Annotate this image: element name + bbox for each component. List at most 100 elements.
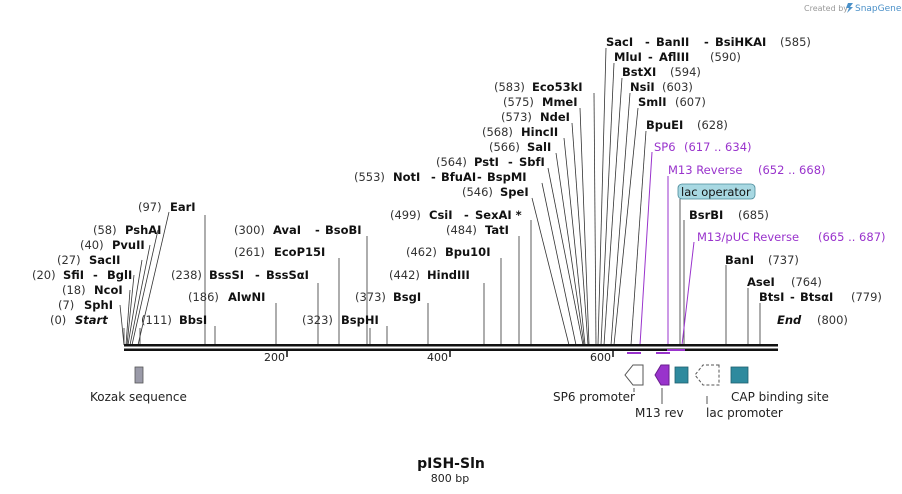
lac-operator-box <box>677 183 756 200</box>
enzyme-label: SbfI <box>519 155 545 169</box>
enzyme-pos: (594) <box>670 65 701 79</box>
enzyme-label: MluI <box>614 50 642 64</box>
enzyme-label: SalI <box>527 140 551 154</box>
enzyme-separator: - <box>431 170 436 184</box>
enzyme-pos: (97) <box>138 200 162 214</box>
tick-200: 200 <box>264 351 285 364</box>
enzyme-pos: (585) <box>780 35 811 49</box>
enzyme-label: SacII <box>89 253 120 267</box>
cap-site-label: CAP binding site <box>731 390 829 404</box>
enzyme-label: PstI <box>474 155 499 169</box>
enzyme-pos: (111) <box>141 313 172 327</box>
enzyme-pos: (261) <box>234 245 265 259</box>
enzyme-pos: (607) <box>675 95 706 109</box>
enzyme-pos: (323) <box>302 313 333 327</box>
enzyme-pos: (564) <box>436 155 467 169</box>
enzyme-label: NcoI <box>94 283 123 297</box>
enzyme-pos: (685) <box>738 208 769 222</box>
enzyme-separator: - <box>477 170 482 184</box>
enzyme-pos: (546) <box>462 185 493 199</box>
cut-site-lines <box>119 47 761 346</box>
enzyme-pos: (7) <box>58 298 74 312</box>
lac-operator-label: lac operator <box>681 185 751 199</box>
enzyme-separator: - <box>648 50 653 64</box>
enzyme-label: BtsI <box>759 290 784 304</box>
enzyme-pos: (238) <box>171 268 202 282</box>
enzyme-label: AlwNI <box>228 290 265 304</box>
enzyme-label: HindIII <box>427 268 470 282</box>
enzyme-label: BssSI <box>209 268 244 282</box>
end-pos: (800) <box>817 313 848 327</box>
enzyme-label: NsiI <box>630 80 655 94</box>
enzyme-label: Bpu10I <box>445 245 490 259</box>
lac-promoter-label: lac promoter <box>706 406 783 420</box>
enzyme-label: BspMI <box>487 170 527 184</box>
enzyme-pos: (553) <box>354 170 385 184</box>
dna-backbone <box>124 344 778 357</box>
enzyme-pos: (18) <box>62 283 86 297</box>
plasmid-length: 800 bp <box>431 472 469 485</box>
enzyme-label: BspHI <box>341 313 379 327</box>
snapgene-logo-icon <box>846 3 853 13</box>
enzyme-label: AseI <box>747 275 775 289</box>
enzyme-label: BglI <box>107 268 132 282</box>
enzyme-pos: (27) <box>57 253 81 267</box>
lac-promoter-arrow-icon <box>694 364 720 386</box>
enzyme-label: BanII <box>656 35 689 49</box>
snapgene-brand: SnapGene <box>855 4 902 14</box>
enzyme-pos: (603) <box>662 80 693 94</box>
enzyme-label: BsrBI <box>689 208 723 222</box>
enzyme-pos: (373) <box>355 290 386 304</box>
start-pos: (0) <box>50 313 66 327</box>
enzyme-pos: (568) <box>482 125 513 139</box>
primer-binding-marks <box>627 349 685 354</box>
enzyme-pos: (20) <box>32 268 56 282</box>
enzyme-pos: (737) <box>768 253 799 267</box>
enzyme-label: BanI <box>725 253 754 267</box>
cap-site-feature-icon <box>730 366 749 384</box>
enzyme-label: BbsI <box>179 313 207 327</box>
kozak-feature-icon <box>134 366 144 384</box>
enzyme-separator: - <box>790 290 795 304</box>
enzyme-label: BsoBI <box>325 223 362 237</box>
enzyme-label: NotI <box>393 170 420 184</box>
m13-rev-arrow-icon <box>654 364 670 386</box>
primer-label: SP6 <box>654 140 676 154</box>
enzyme-pos: (499) <box>390 208 421 222</box>
enzyme-label: CsiI <box>429 208 453 222</box>
enzyme-label: BssSαI <box>266 268 309 282</box>
enzyme-label: PvuII <box>112 238 145 252</box>
end-label: End <box>777 313 802 327</box>
plasmid-name: pISH-Sln <box>417 456 485 472</box>
enzyme-pos: (566) <box>489 140 520 154</box>
enzyme-label: EcoP15I <box>274 245 325 259</box>
enzyme-label: BtsαI <box>800 290 833 304</box>
tick-600: 600 <box>590 351 611 364</box>
enzyme-label: BpuEI <box>646 118 683 132</box>
enzyme-label: EarI <box>170 200 196 214</box>
enzyme-pos: (628) <box>697 118 728 132</box>
enzyme-label: SfiI <box>63 268 84 282</box>
enzyme-pos: (583) <box>494 80 525 94</box>
enzyme-pos: (186) <box>188 290 219 304</box>
enzyme-pos: (590) <box>710 50 741 64</box>
enzyme-label: HincII <box>521 125 558 139</box>
enzyme-label: NdeI <box>540 110 570 124</box>
enzyme-pos: (575) <box>503 95 534 109</box>
enzyme-label: PshAI <box>125 223 161 237</box>
enzyme-label: SpeI <box>500 185 529 199</box>
kozak-label: Kozak sequence <box>90 390 187 404</box>
enzyme-separator: - <box>464 208 469 222</box>
enzyme-separator: - <box>645 35 650 49</box>
enzyme-label: SmlI <box>638 95 667 109</box>
enzyme-label: Eco53kI <box>532 80 583 94</box>
enzyme-label: BstXI <box>622 65 656 79</box>
primer-range: (617 .. 634) <box>684 140 752 154</box>
created-by-text: Created by <box>804 4 848 13</box>
primer-range: (665 .. 687) <box>818 230 886 244</box>
enzyme-separator: - <box>315 223 320 237</box>
enzyme-separator: - <box>255 268 260 282</box>
primer-label: M13/pUC Reverse <box>697 230 799 244</box>
enzyme-label: AflIII <box>659 50 689 64</box>
